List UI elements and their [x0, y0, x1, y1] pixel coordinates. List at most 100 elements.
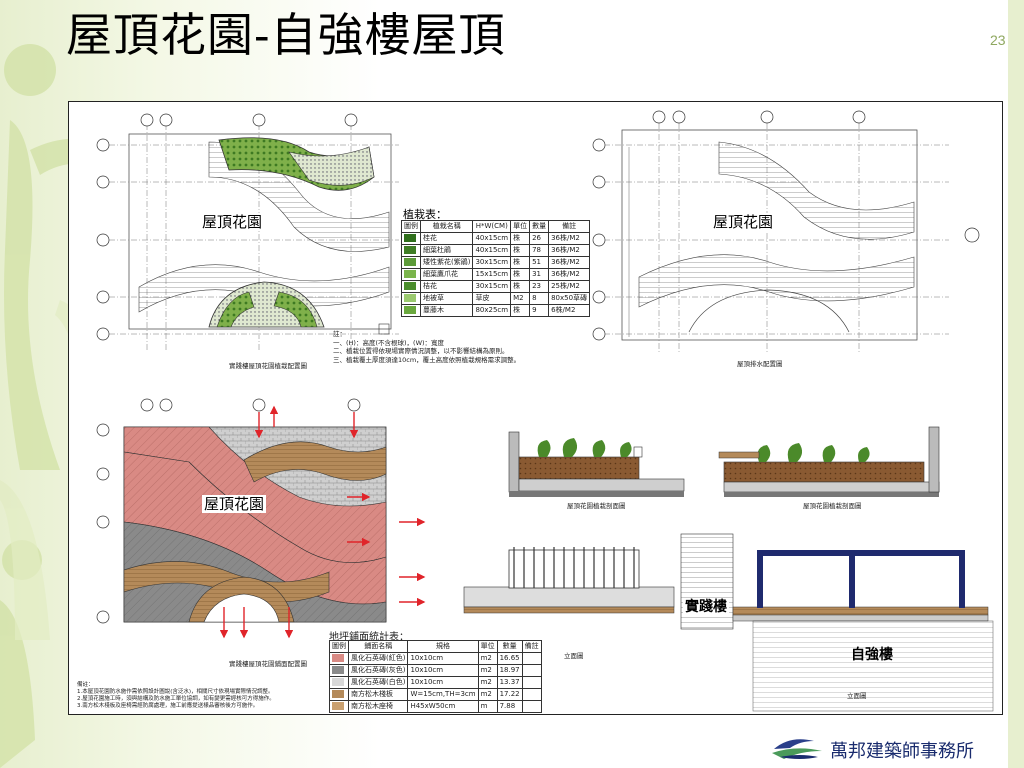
plant-header-size: H*W(CM): [472, 220, 512, 233]
paving-name: 南方松木座椅: [347, 700, 409, 713]
plant-table-header: 圖例 植栽名稱 H*W(CM) 單位 數量 備註: [401, 220, 591, 233]
firm-name: 萬邦建築師事務所: [830, 741, 974, 762]
plant-swatch-icon: [404, 294, 416, 302]
section-label-practice-building: 實踐樓: [683, 599, 729, 616]
plant-name: 細葉杜鵑: [419, 244, 474, 257]
paving-note: [521, 652, 542, 665]
bottom-note-line: 備註：: [77, 682, 94, 688]
planting-plan: [96, 113, 399, 352]
paving-unit: m2: [477, 688, 498, 701]
paving-name: 風化石英磚(灰色): [347, 664, 409, 677]
plant-unit: 株: [510, 244, 531, 257]
paving-note: [521, 700, 542, 713]
bottom-note-line: 1.本屋頂花園防水施作需依照設計圖說(含泛水)，相關尺寸依現場實際情況調整。: [77, 689, 274, 695]
plant-qty: 31: [529, 268, 550, 281]
plant-swatch-icon: [404, 246, 416, 254]
plant-unit: 株: [510, 232, 531, 245]
plant-swatch: [401, 292, 421, 305]
paving-unit: m2: [477, 664, 498, 677]
plant-name: 桔花: [419, 280, 474, 293]
paving-unit: m: [477, 700, 498, 713]
paving-swatch: [329, 700, 349, 713]
plant-name: 矮性紫花(紫鵑): [419, 256, 474, 269]
paving-table-title: 地坪鋪面統計表：: [329, 632, 409, 643]
plant-swatch: [401, 256, 421, 269]
paving-qty: 7.88: [496, 700, 523, 713]
plant-unit: 株: [510, 268, 531, 281]
plant-note-line: 二、植栽位置得依現場實際情況調整，以不影響結構為原則。: [333, 347, 509, 355]
paving-header-qty: 數量: [496, 640, 523, 653]
paving-qty: 17.22: [496, 688, 523, 701]
paving-swatch: [329, 676, 349, 689]
paving-plan: [96, 398, 426, 639]
plant-unit: 株: [510, 304, 531, 317]
paving-header-unit: 單位: [477, 640, 498, 653]
plant-name: 細葉鷹爪花: [419, 268, 474, 281]
plant-qty: 51: [529, 256, 550, 269]
plant-note: 36株/M2: [548, 268, 591, 281]
paving-table-header: 圖例 鋪面名稱 規格 單位 數量 備註: [329, 640, 542, 653]
plan-label-bottom-left: 屋頂花園: [202, 495, 267, 513]
paving-spec: 10x10cm: [407, 664, 479, 677]
plant-swatch: [401, 244, 421, 257]
plant-swatch: [401, 232, 421, 245]
paving-note: [521, 688, 542, 701]
paving-qty: 16.65: [496, 652, 523, 665]
plant-note: 36株/M2: [548, 244, 591, 257]
plant-header-qty: 數量: [529, 220, 550, 233]
paving-unit: m2: [477, 652, 498, 665]
plant-qty: 23: [529, 280, 550, 293]
caption-drainage-plan: 屋頂排水配置圖: [737, 360, 783, 368]
paving-note: [521, 676, 542, 689]
paving-spec: W=15cm,TH=3cm: [407, 688, 479, 701]
plant-swatch-icon: [404, 258, 416, 266]
plant-note: 25株/M2: [548, 280, 591, 293]
plant-swatch-icon: [404, 306, 416, 314]
plant-header-note: 備註: [548, 220, 591, 233]
section-label-ziqiang-building: 自強樓: [851, 647, 893, 663]
plant-swatch: [401, 268, 421, 281]
slide-title: 屋頂花園-自強樓屋頂: [66, 8, 506, 62]
plant-swatch: [401, 280, 421, 293]
plant-note: 36株/M2: [548, 256, 591, 269]
paving-qty: 18.97: [496, 664, 523, 677]
plant-qty: 9: [529, 304, 550, 317]
plant-note-line: 三、植栽覆土厚度須達10cm，覆土高度依照植栽規格需求調整。: [333, 355, 521, 364]
plant-unit: M2: [510, 292, 531, 305]
plant-qty: 26: [529, 232, 550, 245]
architectural-drawings: [96, 110, 994, 712]
paving-swatch-icon: [332, 654, 344, 662]
plant-size: 30x15cm: [472, 280, 512, 293]
caption-paving-plan: 實踐樓屋頂花園鋪面配置圖: [229, 660, 307, 668]
plan-label-top-right: 屋頂花園: [711, 213, 776, 231]
paving-note: [521, 664, 542, 677]
plant-swatch-icon: [404, 234, 416, 242]
paving-header-name: 鋪面名稱: [347, 640, 409, 653]
plant-size: 30x15cm: [472, 256, 512, 269]
plant-note-line: 註：: [333, 330, 346, 338]
plant-name: 桂花: [419, 232, 474, 245]
page-number: 23: [990, 32, 1006, 48]
paving-header-spec: 規格: [407, 640, 479, 653]
plant-swatch-icon: [404, 270, 416, 278]
paving-header-note: 備註: [521, 640, 542, 653]
plant-unit: 株: [510, 256, 531, 269]
planting-sections: [508, 426, 940, 497]
paving-swatch: [329, 652, 349, 665]
paving-spec: H45xW50cm: [407, 700, 479, 713]
caption-section-2: 屋頂花園植栽剖面圖: [803, 502, 862, 510]
bottom-note-line: 2.屋頂花園施工時，須與結構及防水施工單位協調，如有變更需經核可方得施作。: [77, 696, 275, 702]
caption-elevation-1: 立面圖: [564, 652, 584, 660]
plant-note: 36株/M2: [548, 232, 591, 245]
plant-unit: 株: [510, 280, 531, 293]
plant-size: 15x15cm: [472, 268, 512, 281]
